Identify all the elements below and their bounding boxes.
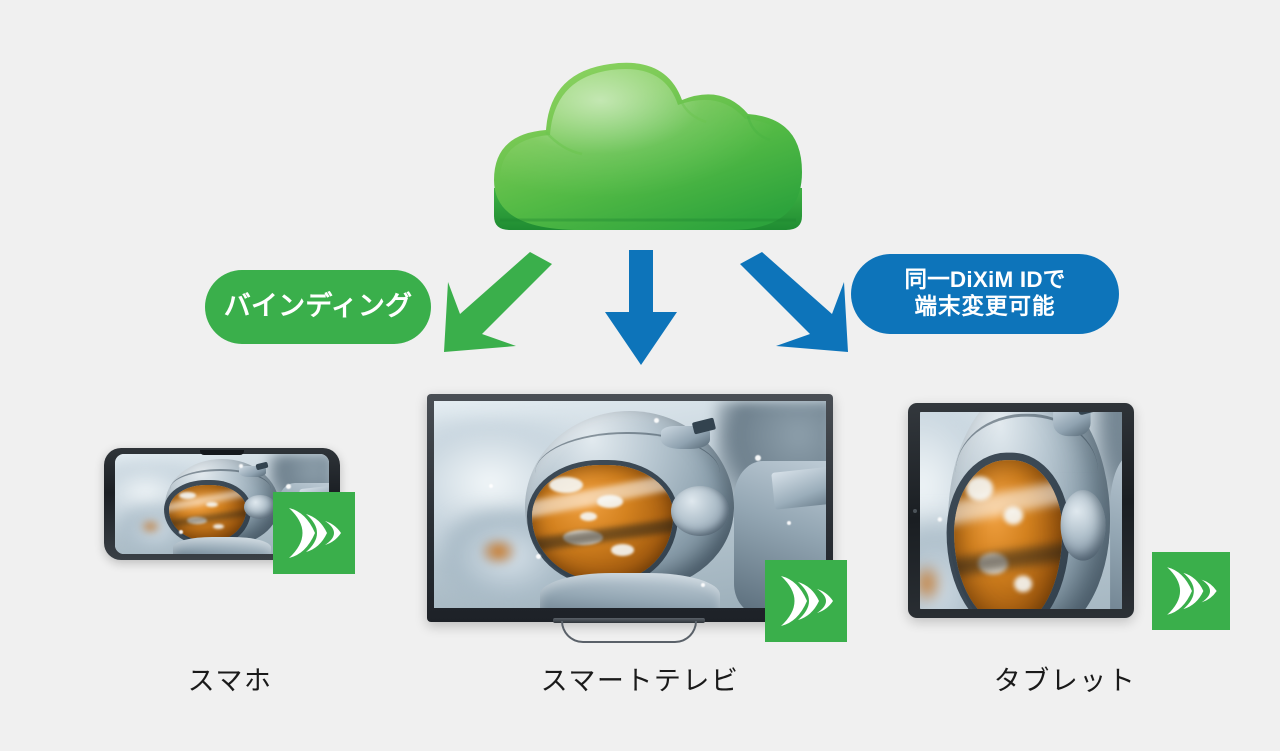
tv-screen: [434, 401, 826, 608]
tablet-screen: [920, 412, 1122, 609]
dixim-id-badge: 同一DiXiM IDで 端末変更可能: [851, 254, 1119, 334]
dixim-id-badge-line1: 同一DiXiM IDで: [904, 267, 1066, 293]
arrow-down-left-icon: [444, 252, 552, 352]
cloud-icon: [470, 38, 825, 238]
tablet-label: タブレット: [993, 666, 1137, 696]
phone-screen: [115, 454, 329, 554]
smart-tv-label: スマートテレビ: [540, 666, 740, 696]
phone-notch: [200, 449, 244, 455]
astronaut-helmet-snow-image: [920, 412, 1122, 609]
dixim-logo-icon: [273, 492, 355, 574]
tv-stand: [553, 618, 705, 644]
astronaut-helmet-snow-image: [434, 401, 826, 608]
dixim-logo-icon: [1152, 552, 1230, 630]
tablet-camera: [913, 508, 917, 513]
smartphone-label: スマホ: [187, 666, 273, 696]
arrow-down-icon: [605, 250, 677, 365]
dixim-id-badge-line2: 端末変更可能: [914, 294, 1056, 319]
smart-tv-device: [427, 394, 833, 622]
dixim-logo-icon: [765, 560, 847, 642]
smartphone-device: [104, 448, 340, 560]
binding-badge: バインディング: [205, 270, 431, 344]
arrow-down-right-icon: [740, 252, 848, 352]
astronaut-helmet-snow-image: [115, 454, 329, 554]
binding-badge-label: バインディング: [223, 291, 413, 322]
tablet-device: [908, 403, 1134, 618]
